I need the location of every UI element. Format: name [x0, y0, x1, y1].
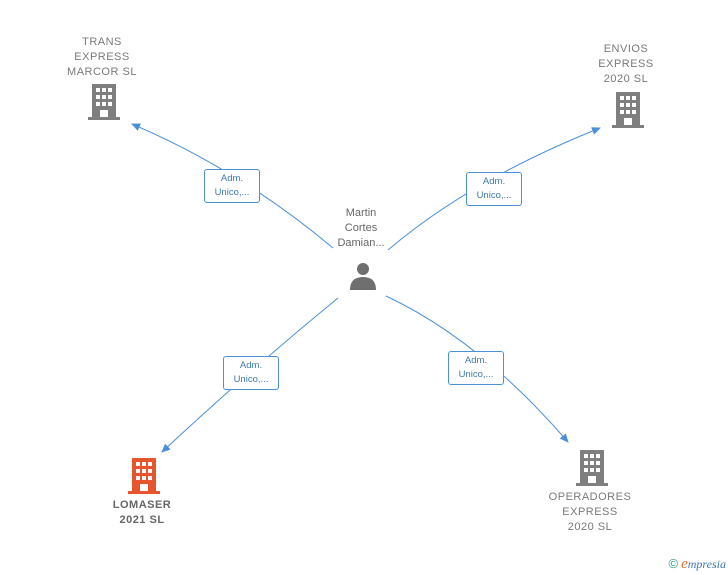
- edge-role-line2: Unico,...: [458, 369, 494, 380]
- edge-role-line1: Adm.: [220, 173, 244, 184]
- person-icon[interactable]: [348, 260, 378, 290]
- edge-role-line1: Adm.: [464, 355, 488, 366]
- edge-role-line2: Unico,...: [476, 190, 512, 201]
- edge-role-line1: Adm.: [482, 176, 506, 187]
- brand-initial: e: [681, 556, 688, 572]
- edge-role-line1: Adm.: [239, 360, 263, 371]
- building-icon[interactable]: [612, 92, 644, 128]
- edge-role-lomaser[interactable]: Adm. Unico,...: [223, 356, 279, 390]
- copyright-symbol: ©: [668, 556, 679, 571]
- building-icon[interactable]: [88, 84, 120, 120]
- brand-logo: ©empresia: [669, 556, 727, 573]
- edge-role-line2: Unico,...: [233, 374, 269, 385]
- company-label-operadores[interactable]: OPERADORES EXPRESS 2020 SL: [548, 491, 632, 533]
- brand-name: mpresia: [687, 557, 726, 571]
- company-label-lomaser[interactable]: LOMASER 2021 SL: [112, 499, 172, 526]
- edge-role-operadores[interactable]: Adm. Unico,...: [448, 351, 504, 385]
- company-label-trans[interactable]: TRANS EXPRESS MARCOR SL: [67, 36, 137, 78]
- person-name-label[interactable]: Martin Cortes Damian...: [337, 207, 385, 249]
- edge-role-trans[interactable]: Adm. Unico,...: [204, 169, 260, 203]
- building-icon-highlighted[interactable]: [128, 458, 160, 494]
- company-label-envios[interactable]: ENVIOS EXPRESS 2020 SL: [598, 43, 654, 85]
- building-icon[interactable]: [576, 450, 608, 486]
- edge-role-envios[interactable]: Adm. Unico,...: [466, 172, 522, 206]
- edge-role-line2: Unico,...: [214, 187, 250, 198]
